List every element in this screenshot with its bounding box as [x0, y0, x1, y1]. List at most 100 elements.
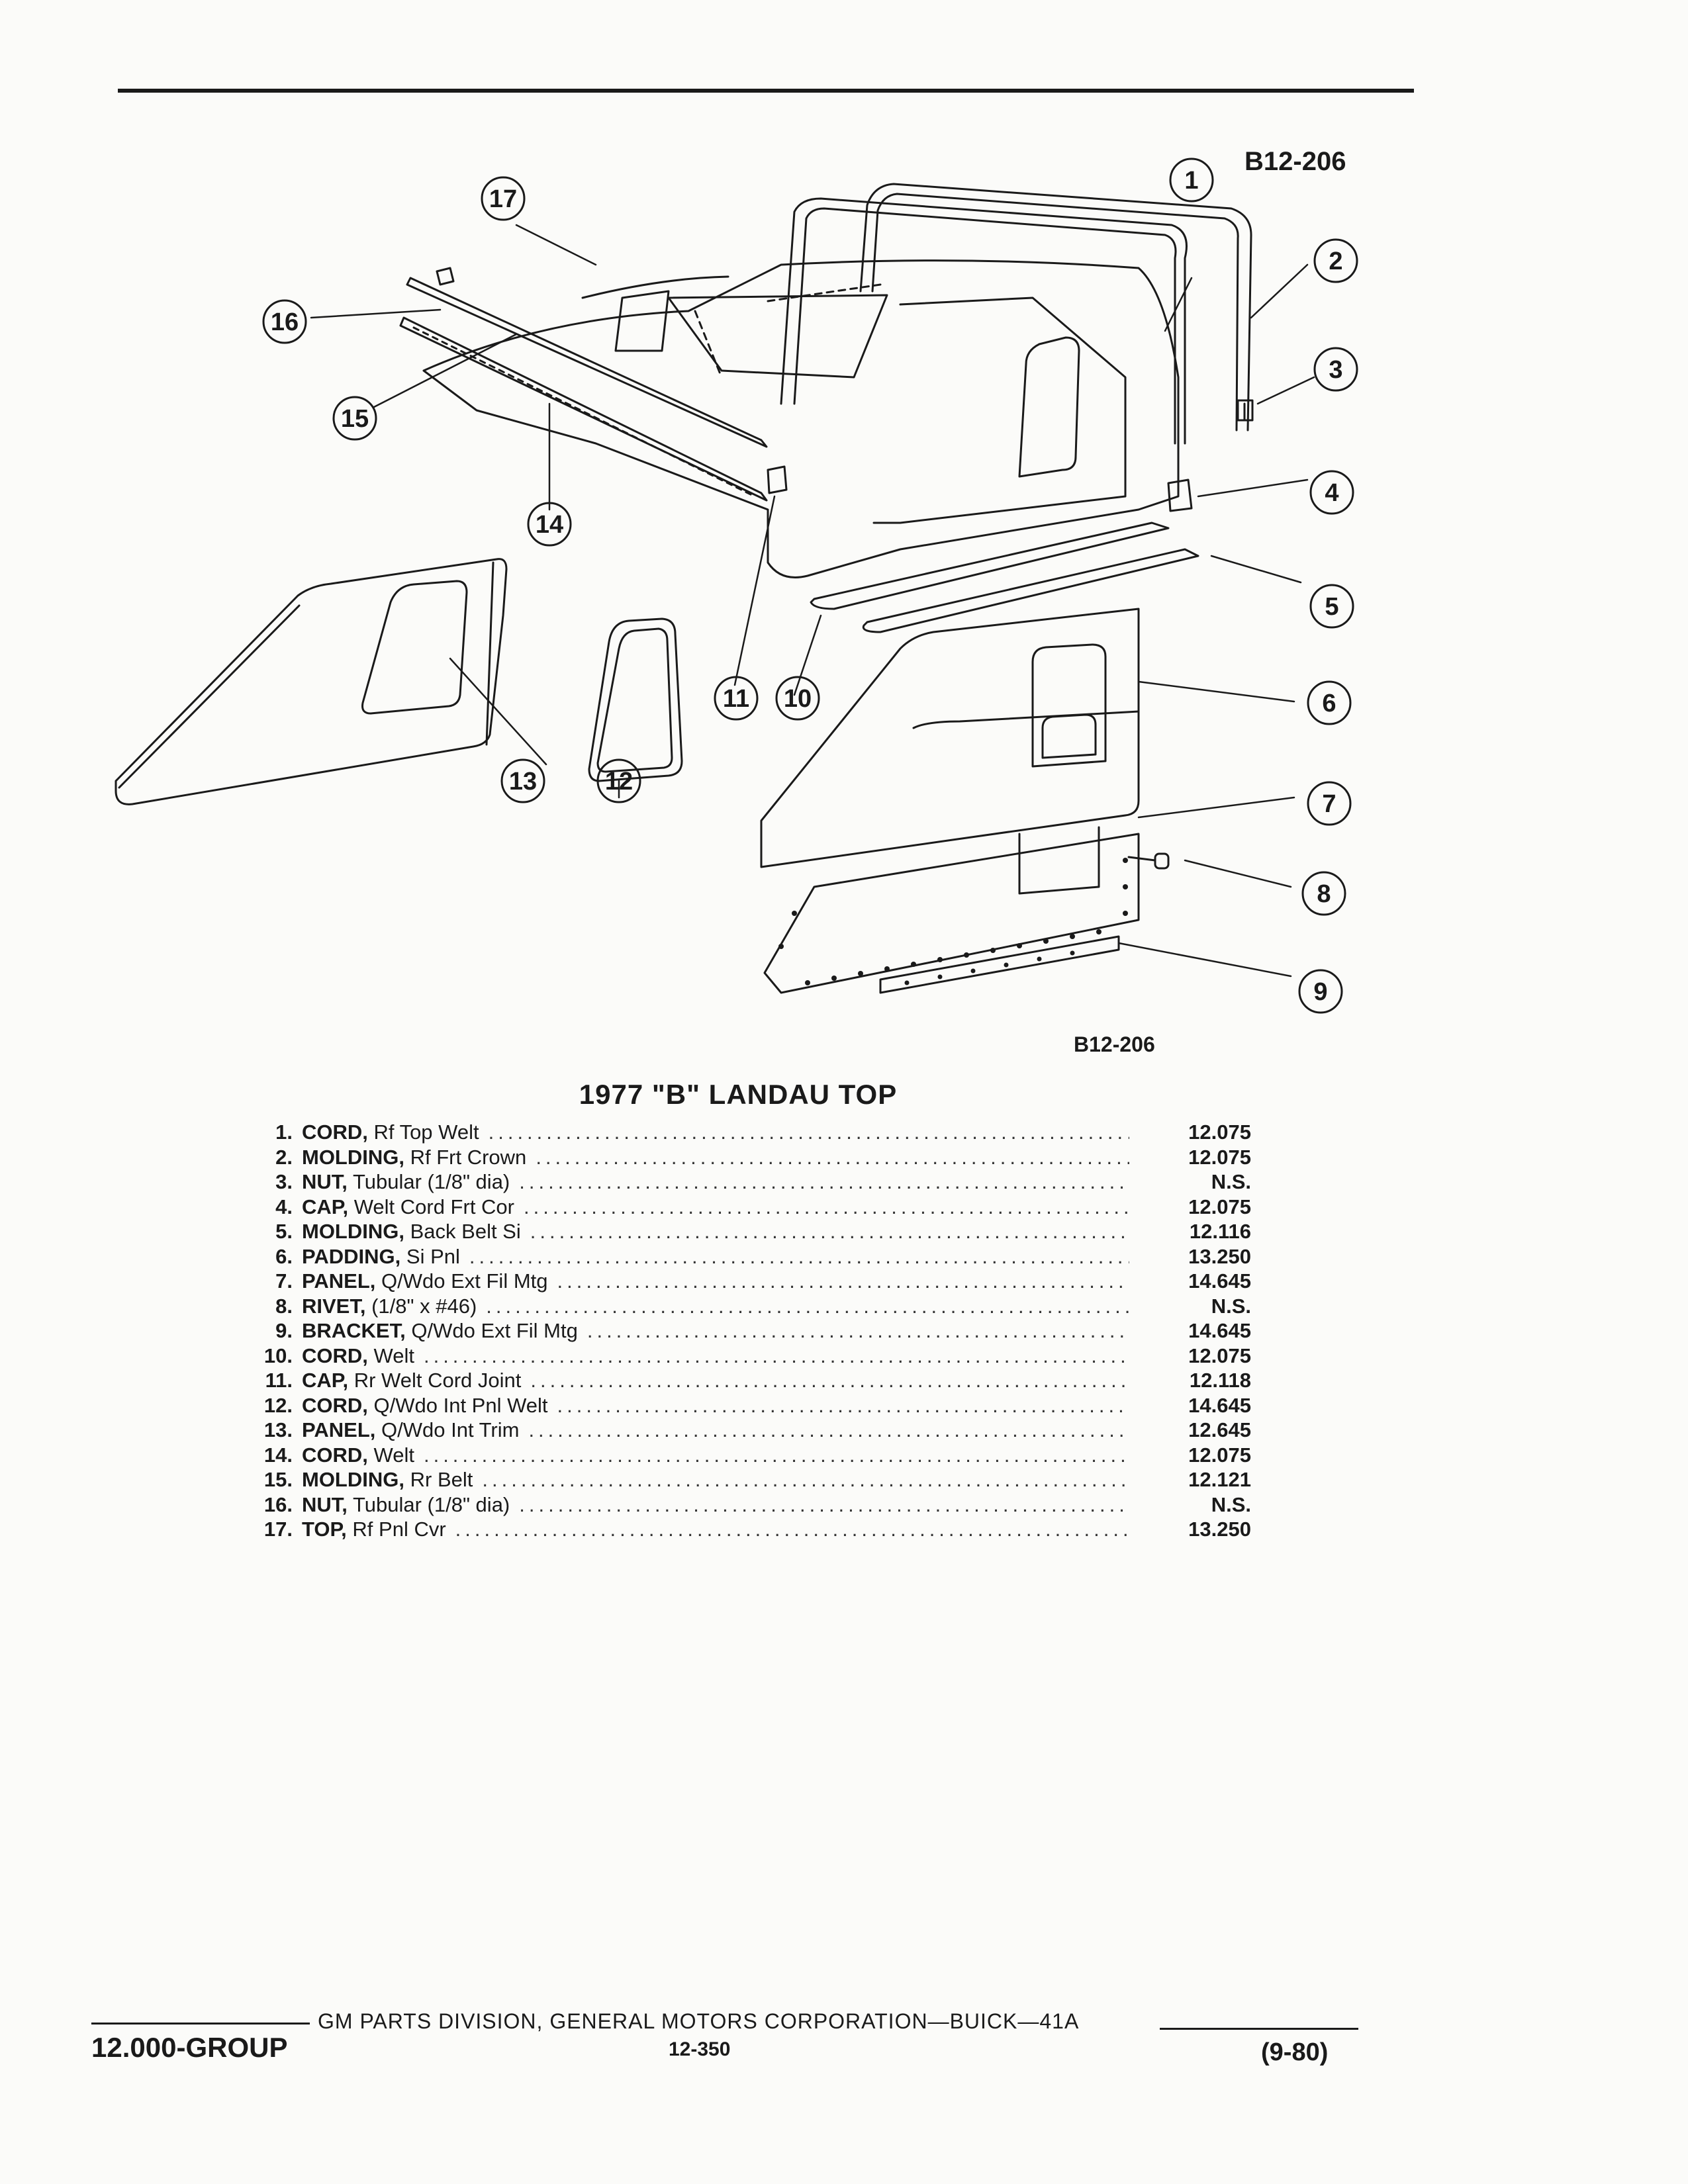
part-number: 6.: [275, 1244, 293, 1268]
group-reference: 13.250: [1188, 1518, 1251, 1541]
table-row: 13.PANEL, Q/Wdo Int Trim12.645: [245, 1418, 1251, 1443]
svg-text:2: 2: [1329, 248, 1342, 275]
part-number: 16.: [263, 1492, 293, 1516]
part-description: PANEL, Q/Wdo Int Trim: [302, 1418, 519, 1443]
dot-leader: [519, 1492, 1129, 1518]
callout-13: 13: [500, 758, 545, 803]
part-number: 10.: [263, 1343, 293, 1367]
part-detail: Q/Wdo Ext Fil Mtg: [381, 1269, 548, 1293]
dot-leader: [536, 1145, 1129, 1170]
part-description: MOLDING, Rf Frt Crown: [302, 1145, 526, 1170]
part-number: 13.: [263, 1418, 293, 1441]
dot-leader: [530, 1219, 1129, 1244]
part-name: CAP,: [302, 1369, 349, 1392]
dot-leader: [424, 1443, 1129, 1468]
dot-leader: [489, 1120, 1129, 1145]
footer-rule-left: [91, 2023, 310, 2025]
part-detail: Rf Pnl Cvr: [352, 1518, 446, 1541]
table-row: 6.PADDING, Si Pnl13.250: [245, 1244, 1251, 1269]
part-description: CORD, Q/Wdo Int Pnl Welt: [302, 1393, 548, 1418]
callout-12: 12: [596, 758, 641, 803]
callout-14: 14: [527, 502, 572, 547]
top-rule: [118, 89, 1414, 93]
footer-group: 12.000-GROUP: [91, 2032, 288, 2063]
part-name: MOLDING,: [302, 1220, 404, 1243]
table-row: 17.TOP, Rf Pnl Cvr13.250: [245, 1517, 1251, 1542]
back-belt-molding: [810, 522, 1199, 633]
group-reference: 12.075: [1188, 1120, 1251, 1144]
crown-molding: [780, 183, 1252, 445]
table-row: 3.NUT, Tubular (1/8" dia)N.S.: [245, 1169, 1251, 1195]
part-name: PANEL,: [302, 1269, 376, 1293]
tubular-nut-3: [1237, 399, 1254, 422]
rivet-8: [1127, 852, 1170, 870]
part-number: 9.: [275, 1319, 293, 1342]
group-reference: 12.121: [1188, 1468, 1251, 1491]
dot-leader: [469, 1244, 1129, 1269]
part-description: MOLDING, Back Belt Si: [302, 1219, 521, 1244]
part-detail: Si Pnl: [406, 1244, 460, 1268]
part-detail: Rf Top Welt: [373, 1120, 479, 1144]
table-row: 10.CORD, Welt12.075: [245, 1343, 1251, 1369]
table-row: 4.CAP, Welt Cord Frt Cor12.075: [245, 1195, 1251, 1220]
group-reference: 12.075: [1188, 1145, 1251, 1169]
dot-leader: [519, 1169, 1129, 1195]
callout-2: 2: [1313, 238, 1358, 283]
table-row: 7.PANEL, Q/Wdo Ext Fil Mtg14.645: [245, 1269, 1251, 1294]
callout-10: 10: [775, 676, 820, 721]
page-number: 12-350: [669, 2038, 731, 2060]
part-description: RIVET, (1/8" x #46): [302, 1294, 477, 1319]
dot-leader: [587, 1318, 1129, 1343]
part-detail: Rr Welt Cord Joint: [353, 1369, 522, 1392]
part-description: NUT, Tubular (1/8" dia): [302, 1492, 510, 1518]
group-reference: 14.645: [1188, 1269, 1251, 1293]
svg-text:13: 13: [509, 768, 537, 796]
group-reference: 12.118: [1189, 1369, 1251, 1392]
parts-list-title: 1977 "B" LANDAU TOP: [579, 1079, 898, 1110]
part-detail: (1/8" x #46): [371, 1294, 477, 1318]
part-name: MOLDING,: [302, 1468, 404, 1491]
callout-9: 9: [1298, 969, 1343, 1014]
part-detail: Welt: [373, 1443, 414, 1467]
part-description: BRACKET, Q/Wdo Ext Fil Mtg: [302, 1318, 578, 1343]
part-name: RIVET,: [302, 1294, 366, 1318]
part-detail: Rf Frt Crown: [410, 1145, 527, 1169]
part-detail: Q/Wdo Int Trim: [381, 1418, 520, 1441]
part-description: PANEL, Q/Wdo Ext Fil Mtg: [302, 1269, 548, 1294]
part-name: CAP,: [302, 1195, 349, 1218]
part-number: 11.: [265, 1369, 293, 1392]
part-detail: Rr Belt: [410, 1468, 473, 1491]
part-name: PANEL,: [302, 1418, 376, 1441]
quarter-window-welt-12: [588, 617, 683, 782]
svg-text:15: 15: [341, 405, 369, 433]
part-detail: Q/Wdo Int Pnl Welt: [373, 1393, 548, 1417]
callout-5: 5: [1309, 584, 1354, 629]
part-number: 12.: [263, 1393, 293, 1417]
part-description: MOLDING, Rr Belt: [302, 1467, 473, 1492]
callout-4: 4: [1309, 470, 1354, 515]
group-reference: 12.116: [1189, 1220, 1251, 1243]
quarter-window-trim-13: [115, 558, 508, 805]
svg-text:11: 11: [723, 685, 749, 713]
part-name: CORD,: [302, 1443, 368, 1467]
group-reference: N.S.: [1211, 1170, 1251, 1193]
dot-leader: [524, 1195, 1129, 1220]
group-reference: 13.250: [1188, 1244, 1251, 1268]
dot-leader: [557, 1393, 1129, 1418]
part-name: TOP,: [302, 1518, 347, 1541]
welt-cord-cap-4: [1167, 478, 1193, 512]
part-detail: Q/Wdo Ext Fil Mtg: [411, 1319, 578, 1342]
callout-3: 3: [1313, 347, 1358, 392]
svg-text:10: 10: [784, 685, 812, 713]
dot-leader: [482, 1467, 1129, 1492]
part-name: MOLDING,: [302, 1145, 404, 1169]
svg-text:12: 12: [605, 768, 633, 796]
table-row: 15.MOLDING, Rr Belt12.121: [245, 1467, 1251, 1492]
svg-text:9: 9: [1313, 978, 1327, 1006]
svg-text:17: 17: [489, 185, 517, 213]
figure-code-top: B12-206: [1244, 147, 1346, 176]
svg-text:4: 4: [1325, 479, 1338, 507]
part-name: BRACKET,: [302, 1319, 406, 1342]
table-row: 1.CORD, Rf Top Welt12.075: [245, 1120, 1251, 1145]
table-row: 14.CORD, Welt12.075: [245, 1443, 1251, 1468]
